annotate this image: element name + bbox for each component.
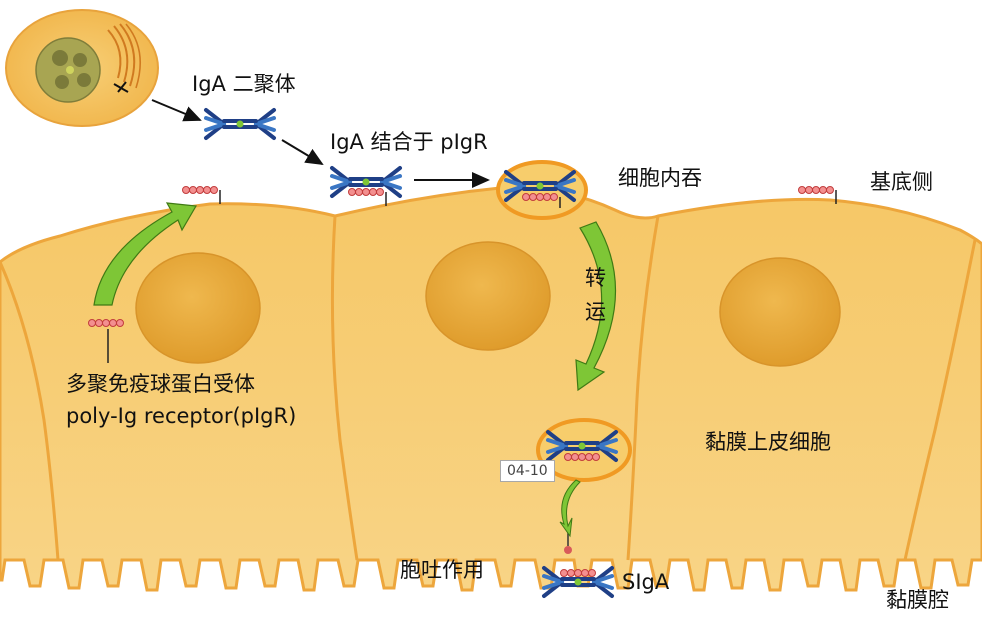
arrow-exocytosis: [559, 479, 581, 538]
cleaved-fragment: [564, 546, 572, 554]
nucleus-left: [135, 252, 261, 364]
cell-border-right: [903, 239, 977, 561]
image-tag-badge: 04-10: [500, 460, 555, 482]
label-pigr-en: poly-Ig receptor(pIgR): [66, 404, 297, 428]
nucleus-middle: [425, 241, 551, 351]
arrow-pigr-to-membrane: [93, 202, 197, 306]
nucleus-right: [719, 257, 841, 367]
label-mucosal-lumen: 黏膜腔: [886, 588, 949, 612]
plasma-cell: [5, 9, 159, 127]
pigr-membrane-left: [182, 186, 221, 204]
label-siga: SIgA: [622, 570, 670, 594]
label-endocytosis: 细胞内吞: [618, 166, 702, 190]
label-iga-dimer: IgA 二聚体: [192, 72, 296, 96]
cell-border-left: [0, 261, 60, 561]
arrow-transport: [575, 221, 617, 392]
iga-bound-molecule: [330, 166, 402, 206]
label-basal-side: 基底侧: [870, 170, 933, 194]
endocytosis-vesicle: [496, 160, 588, 220]
label-pigr-cn: 多聚免疫球蛋白受体: [66, 372, 255, 396]
exocytosis-vesicle: [536, 418, 632, 482]
pigr-membrane-right: [798, 186, 837, 204]
label-transport-1: 转: [585, 266, 606, 290]
pigr-intracellular: [88, 319, 124, 363]
arrow-dimer-to-bound: [281, 139, 324, 166]
label-iga-binds-pigr: IgA 结合于 pIgR: [330, 130, 488, 154]
siga-molecule: [542, 566, 614, 598]
cell-border-2: [626, 215, 660, 561]
label-transport-2: 运: [585, 300, 606, 324]
label-epithelial-cell: 黏膜上皮细胞: [705, 430, 831, 454]
label-exocytosis: 胞吐作用: [400, 558, 484, 582]
cell-border-1: [330, 215, 359, 561]
arrow-plasma-to-dimer: [151, 99, 202, 122]
iga-dimer-molecule: [204, 108, 276, 140]
